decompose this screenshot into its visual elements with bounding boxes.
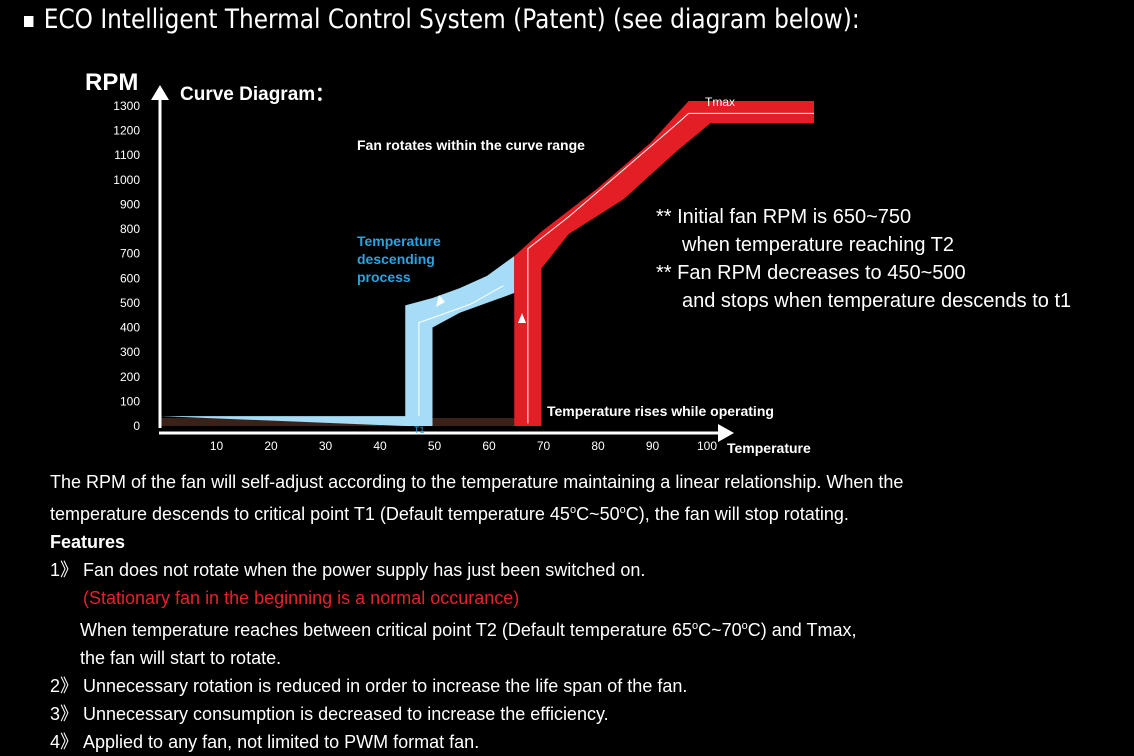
degree-mark: o bbox=[691, 620, 699, 632]
degree-mark: o bbox=[619, 504, 626, 516]
description-text: temperature descends to critical point T… bbox=[50, 504, 570, 524]
feature-item-1-detail-2: the fan will start to rotate. bbox=[80, 648, 282, 668]
feature-item-3: 3》 Unnecessary consumption is decreased … bbox=[50, 704, 609, 724]
descending-process-label: process bbox=[357, 269, 411, 285]
feature-text: C) and Tmax, bbox=[747, 620, 857, 640]
rpm-temperature-chart: 0 100 200 300 400 500 600 700 800 900 1000 1100 1200… bbox=[85, 69, 814, 456]
series-center-line-0 bbox=[418, 285, 504, 417]
feature-item-1-note: (Stationary fan in the beginning is a no… bbox=[83, 588, 520, 608]
series-center-line-1 bbox=[527, 112, 814, 424]
x-tick-label: 10 bbox=[210, 439, 224, 453]
x-tick-label: 90 bbox=[646, 439, 660, 453]
page-title-text: ECO Intelligent Thermal Control System (… bbox=[43, 4, 860, 35]
description-text: C~50 bbox=[576, 504, 620, 524]
feature-text: When temperature reaches between critica… bbox=[80, 620, 692, 640]
feature-text: C~70 bbox=[698, 620, 742, 640]
y-tick-label: 1100 bbox=[114, 148, 140, 162]
rising-label: Temperature rises while operating bbox=[547, 403, 774, 419]
x-tick-label: 100 bbox=[697, 439, 717, 453]
feature-item-2: 2》 Unnecessary rotation is reduced in or… bbox=[50, 676, 688, 696]
curve-range-label: Fan rotates within the curve range bbox=[357, 137, 585, 153]
description-paragraph: The RPM of the fan will self-adjust acco… bbox=[50, 468, 1110, 528]
y-tick-label: 800 bbox=[120, 222, 140, 236]
y-axis-label: RPM bbox=[85, 69, 138, 96]
rpm-notes: ** Initial fan RPM is 650~750 when tempe… bbox=[656, 203, 1071, 315]
y-tick-label: 100 bbox=[120, 394, 140, 408]
chart-axes: 0 100 200 300 400 500 600 700 800 900 1000 1100 1200… bbox=[113, 85, 734, 453]
tmax-label: Tmax bbox=[705, 95, 735, 109]
x-axis-label: Temperature bbox=[727, 440, 811, 456]
note-line-3: ** Fan RPM decreases to 450~500 bbox=[656, 262, 966, 284]
y-axis-arrow-icon bbox=[151, 85, 169, 100]
y-tick-label: 1200 bbox=[113, 124, 140, 138]
description-line-1: The RPM of the fan will self-adjust acco… bbox=[50, 472, 904, 492]
y-tick-label: 400 bbox=[120, 321, 140, 335]
y-tick-label: 300 bbox=[120, 345, 140, 359]
feature-item-1-detail: When temperature reaches between critica… bbox=[50, 612, 856, 644]
y-tick-label: 0 bbox=[133, 419, 140, 433]
page-title: ECO Intelligent Thermal Control System (… bbox=[24, 4, 860, 35]
y-tick-label: 1300 bbox=[113, 99, 140, 113]
feature-item-1: 1》 Fan does not rotate when the power su… bbox=[50, 560, 646, 580]
t1-label: T1 bbox=[414, 425, 425, 435]
chart-title: Curve Diagram： bbox=[180, 84, 334, 105]
rising-arrow-icon bbox=[518, 313, 526, 323]
features-list: 1》 Fan does not rotate when the power su… bbox=[50, 556, 856, 756]
x-tick-label: 50 bbox=[428, 439, 442, 453]
x-tick-label: 20 bbox=[264, 439, 278, 453]
chart-plot-area bbox=[160, 101, 814, 427]
degree-mark: o bbox=[569, 504, 577, 516]
feature-item-4: 4》 Applied to any fan, not limited to PW… bbox=[50, 732, 480, 752]
y-tick-label: 500 bbox=[120, 296, 140, 310]
note-line-2: when temperature reaching T2 bbox=[682, 234, 955, 256]
x-tick-label: 60 bbox=[482, 439, 496, 453]
y-tick-label: 1000 bbox=[113, 173, 140, 187]
description-line-2: temperature descends to critical point T… bbox=[50, 496, 1110, 528]
x-tick-label: 80 bbox=[591, 439, 605, 453]
x-tick-label: 40 bbox=[373, 439, 387, 453]
note-line-4: and stops when temperature descends to t… bbox=[682, 290, 1072, 312]
descending-process-label: Temperature bbox=[357, 233, 441, 249]
degree-mark: o bbox=[741, 620, 748, 632]
x-axis-arrow-icon bbox=[718, 424, 734, 442]
descending-arrow-icon bbox=[436, 295, 445, 307]
x-tick-label: 30 bbox=[319, 439, 333, 453]
descending-process-label: descending bbox=[357, 251, 435, 267]
series-band-0 bbox=[160, 256, 515, 426]
y-tick-label: 700 bbox=[120, 247, 140, 261]
y-tick-label: 600 bbox=[120, 271, 140, 285]
note-line-1: ** Initial fan RPM is 650~750 bbox=[656, 206, 912, 228]
bullet-square-icon bbox=[24, 16, 34, 27]
description-text: C), the fan will stop rotating. bbox=[625, 504, 849, 524]
y-tick-label: 900 bbox=[120, 197, 140, 211]
x-tick-label: 70 bbox=[537, 439, 551, 453]
features-heading: Features bbox=[50, 532, 126, 552]
y-tick-label: 200 bbox=[120, 370, 140, 384]
